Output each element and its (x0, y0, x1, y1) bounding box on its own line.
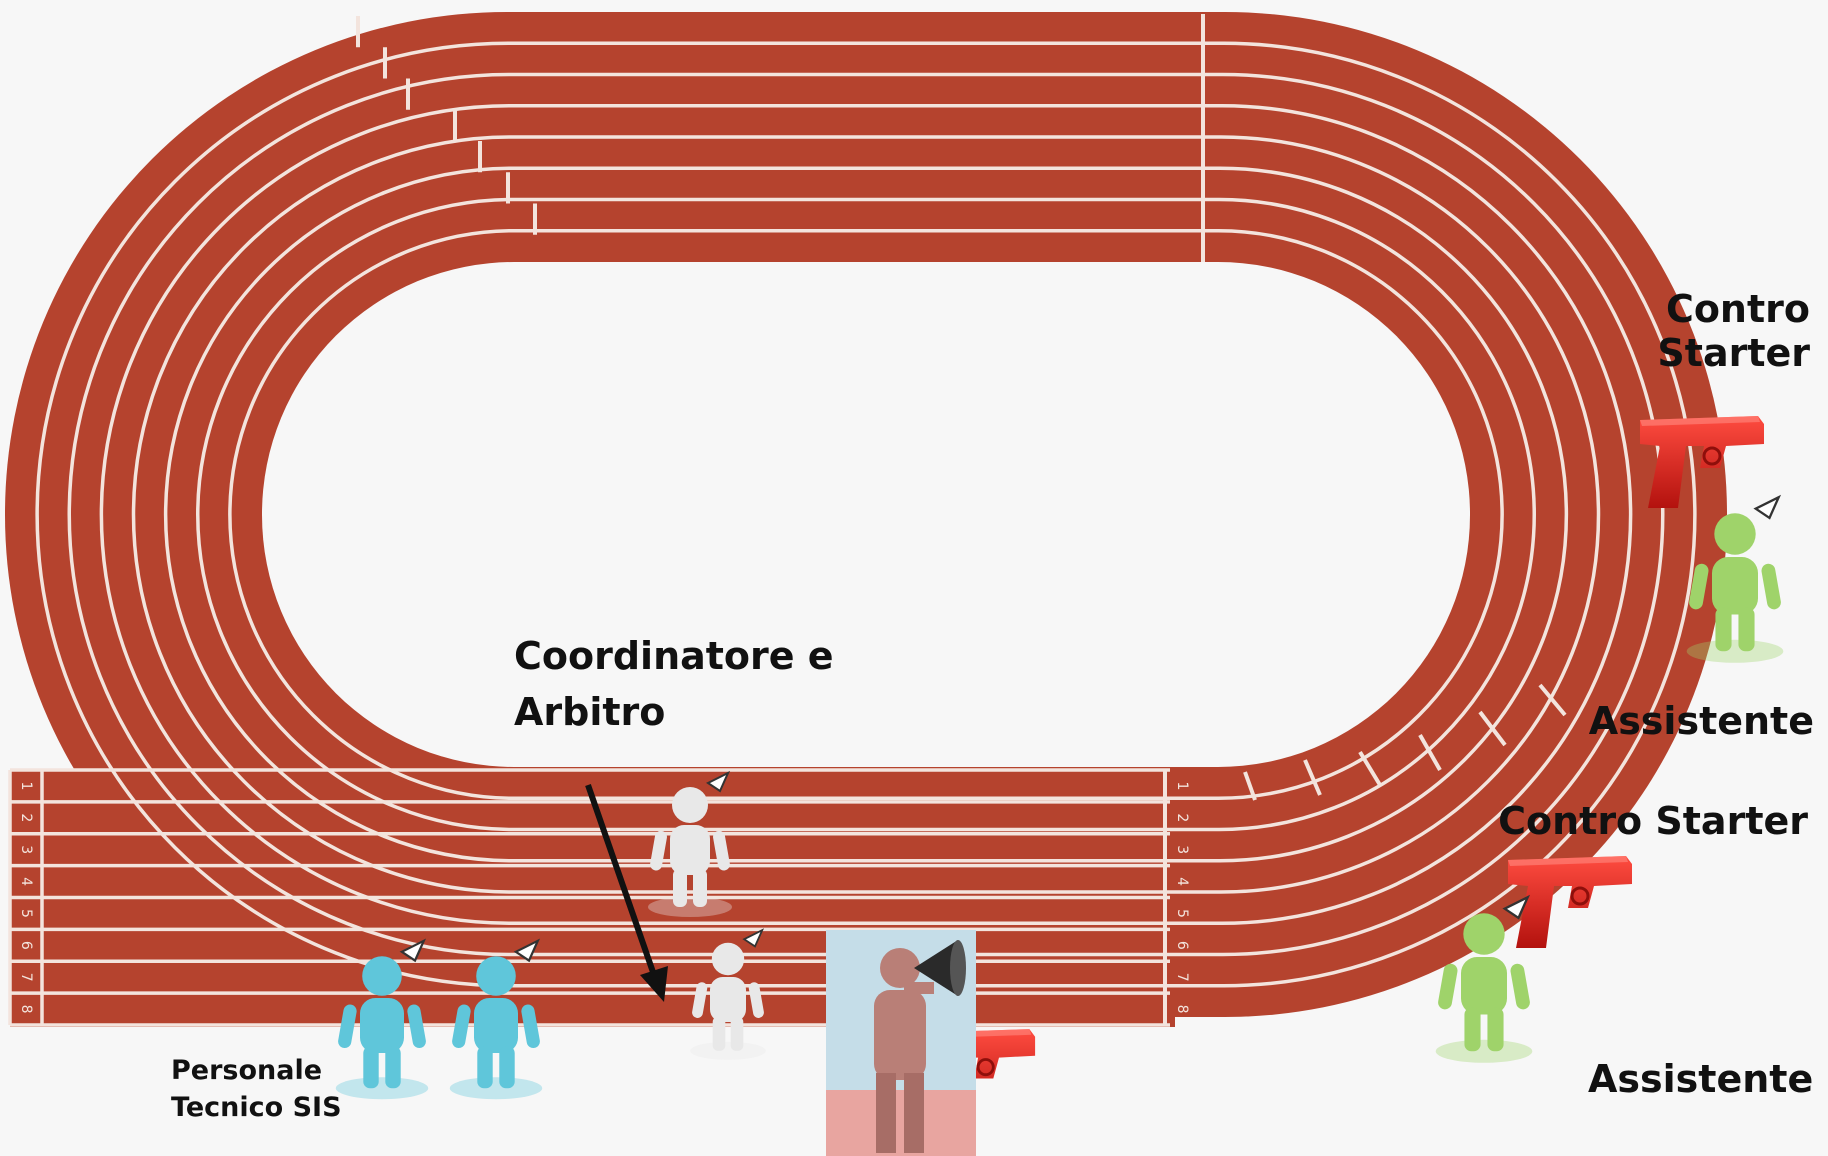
technician-figure-icon (335, 938, 429, 1100)
official-figure-icon (648, 770, 732, 917)
lane-number: 4 (18, 877, 34, 886)
lane-number: 4 (1174, 877, 1190, 886)
infield (262, 262, 1470, 767)
lane-staggers (356, 16, 1567, 801)
lane-number: 3 (18, 845, 34, 854)
lane-number: 5 (1174, 909, 1190, 918)
personale-tecnico-label: Personale Tecnico SIS (171, 1055, 342, 1123)
lane-number: 7 (1174, 973, 1190, 982)
lane-number: 7 (18, 973, 34, 982)
assistant-figure-icon (1435, 894, 1533, 1063)
lane-number: 2 (18, 813, 34, 822)
starter-pistol-icon (1508, 856, 1632, 948)
stagger-mark (1303, 759, 1322, 796)
stagger-mark (1538, 683, 1567, 717)
technician-figure-icon (449, 938, 543, 1100)
lane-number: 5 (18, 909, 34, 918)
starter-pistol-icon (1640, 416, 1764, 508)
lane-number: 3 (1174, 845, 1190, 854)
lane-line (163, 166, 1569, 863)
stagger-mark (1243, 771, 1257, 801)
coordinator-arrow (585, 784, 668, 1002)
running-track: 1 2 3 4 5 6 7 8 1 2 3 4 5 6 7 8 (5, 12, 1727, 1027)
lane-line (228, 229, 1504, 800)
megaphone-figure-icon (826, 930, 976, 1156)
personale-line1: Personale (171, 1055, 323, 1086)
stagger-mark (1358, 750, 1382, 787)
stagger-mark (1478, 710, 1507, 747)
lane-lines (35, 41, 1697, 988)
lane-numbers-left: 1 2 3 4 5 6 7 8 (18, 781, 34, 1013)
lane-number: 6 (1174, 941, 1190, 950)
contro-starter-top-line2: Starter (1657, 330, 1810, 375)
lane-numbers-right: 1 2 3 4 5 6 7 8 (1174, 781, 1190, 1013)
lane-number: 1 (18, 781, 34, 790)
lane-line (131, 135, 1601, 894)
contro-starter-bottom-label: Contro Starter (1498, 799, 1808, 843)
coordinatore-line2: Arbitro (514, 689, 666, 734)
assistente-bottom-label: Assistente (1588, 1057, 1814, 1101)
personale-line2: Tecnico SIS (171, 1092, 342, 1124)
assistant-figure-icon (1686, 494, 1784, 663)
lane-number: 8 (18, 1005, 34, 1014)
official-figure-icon (690, 928, 766, 1060)
lane-number: 8 (1174, 1005, 1190, 1014)
contro-starter-top-label: Contro Starter (1657, 287, 1810, 375)
lane-number: 2 (1174, 813, 1190, 822)
coordinatore-arbitro-label: Coordinatore e Arbitro (514, 634, 834, 734)
stagger-mark (1418, 734, 1442, 771)
lane-number: 1 (1174, 781, 1190, 790)
lane-line (196, 197, 1536, 832)
lane-number: 6 (18, 941, 34, 950)
contro-starter-top-line1: Contro (1665, 287, 1810, 331)
home-straight-lines (8, 768, 1170, 1027)
coordinatore-line1: Coordinatore e (514, 634, 834, 678)
assistente-top-label: Assistente (1588, 699, 1814, 743)
lane-line (99, 104, 1633, 925)
